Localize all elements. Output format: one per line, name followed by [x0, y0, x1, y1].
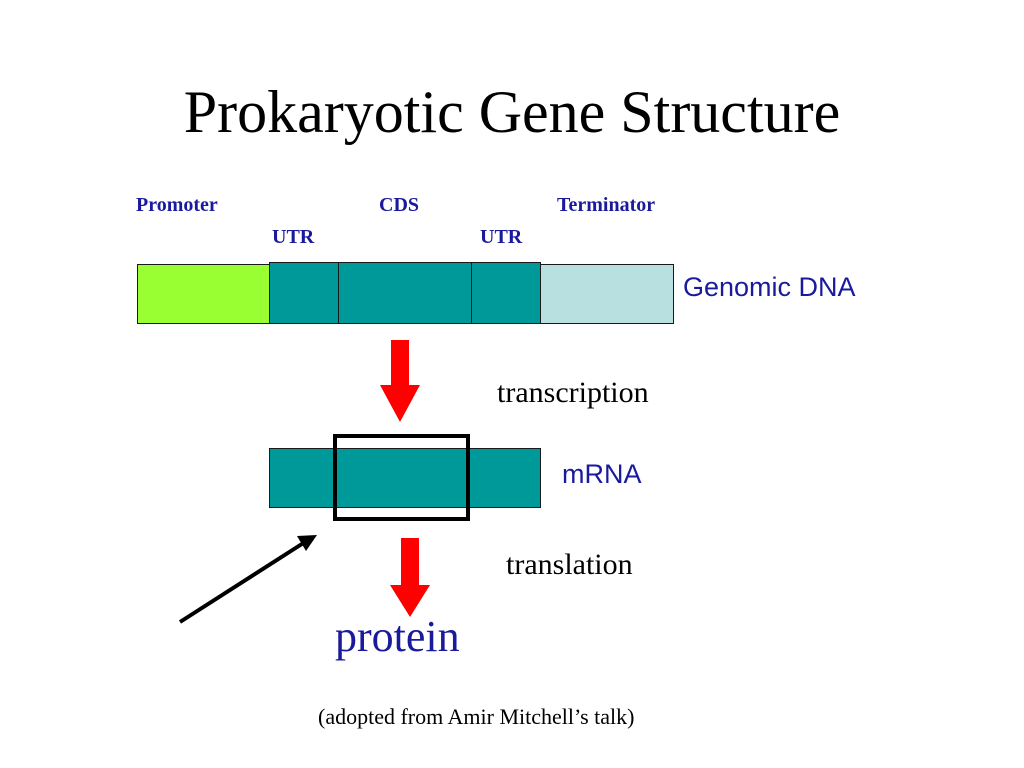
- transcription-label: transcription: [497, 376, 649, 409]
- genomic-dna-label: Genomic DNA: [683, 272, 856, 302]
- terminator-segment: [538, 264, 674, 324]
- cds-highlight-box: [333, 434, 470, 521]
- protein-label: protein: [335, 612, 460, 661]
- pointer-arrow: [178, 535, 317, 624]
- utr-5-label: UTR: [272, 226, 315, 248]
- utr-3-label: UTR: [480, 226, 523, 248]
- footnote: (adopted from Amir Mitchell’s talk): [318, 704, 635, 729]
- transcription-arrow: [380, 340, 420, 422]
- promoter-segment: [137, 264, 273, 324]
- mrna-label: mRNA: [562, 459, 642, 489]
- translation-label: translation: [506, 548, 633, 581]
- terminator-label: Terminator: [557, 194, 656, 216]
- utr-3-segment: [471, 262, 541, 324]
- cds-segment: [338, 262, 472, 324]
- translation-arrow: [390, 538, 430, 617]
- cds-label: CDS: [379, 194, 420, 216]
- slide-title: Prokaryotic Gene Structure: [183, 79, 841, 145]
- utr-5-segment: [269, 262, 339, 324]
- mrna-bar: [269, 448, 541, 508]
- promoter-label: Promoter: [136, 194, 218, 216]
